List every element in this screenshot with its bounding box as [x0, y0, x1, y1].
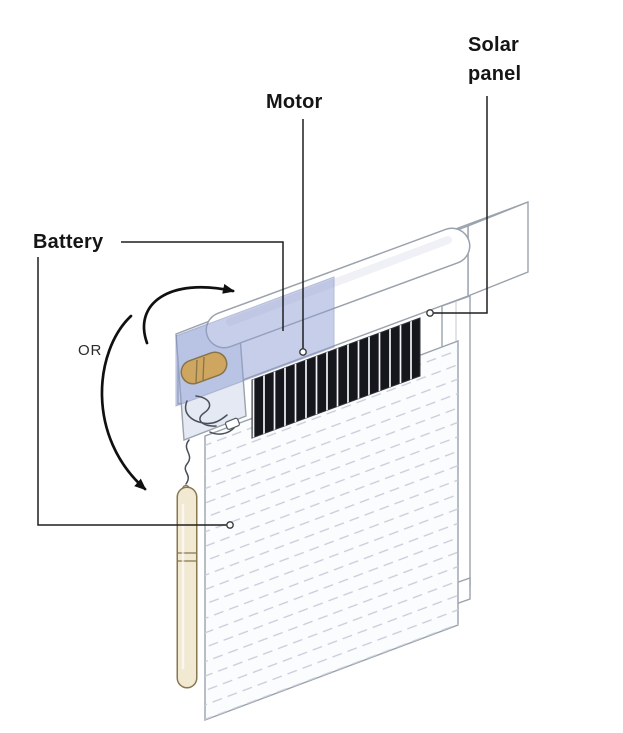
motor-head-ridge: [202, 356, 205, 381]
solar-panel-label: Solar panel: [468, 34, 522, 85]
wire-loop: [209, 427, 235, 435]
battery-wand-leader-line: [37, 257, 228, 526]
battery-headrail-leader-line: [121, 241, 284, 331]
or-label: OR: [78, 342, 103, 359]
leader-lines: [37, 96, 488, 529]
solar-panel-cells: [252, 318, 420, 438]
wire-loop: [195, 395, 217, 427]
motor-label: Motor: [266, 91, 323, 113]
wiring: [184, 395, 240, 435]
headrail-right-face: [467, 200, 529, 298]
motor-pointer-dot: [299, 348, 307, 356]
motor-head-ridge: [195, 359, 198, 384]
battery-wand-pointer-dot: [226, 521, 234, 529]
battery-label: Battery: [33, 231, 104, 253]
curved-arrow-to-wand-icon: [100, 314, 147, 491]
solar-panel: [251, 317, 421, 439]
fabric-stitch-lines: [205, 341, 458, 720]
battery-wand-cord: [184, 439, 191, 485]
motor-end-cap: [180, 351, 240, 435]
shade-fabric: [204, 339, 459, 722]
wire-connector: [224, 417, 240, 430]
or-arrows: [100, 283, 235, 491]
curved-arrow-to-headrail-icon: [142, 283, 235, 345]
wire-loop: [184, 400, 228, 425]
battery-wand: [176, 439, 198, 689]
solar-panel-leader-line: [432, 96, 488, 314]
solar-panel-pointer-dot: [426, 309, 434, 317]
